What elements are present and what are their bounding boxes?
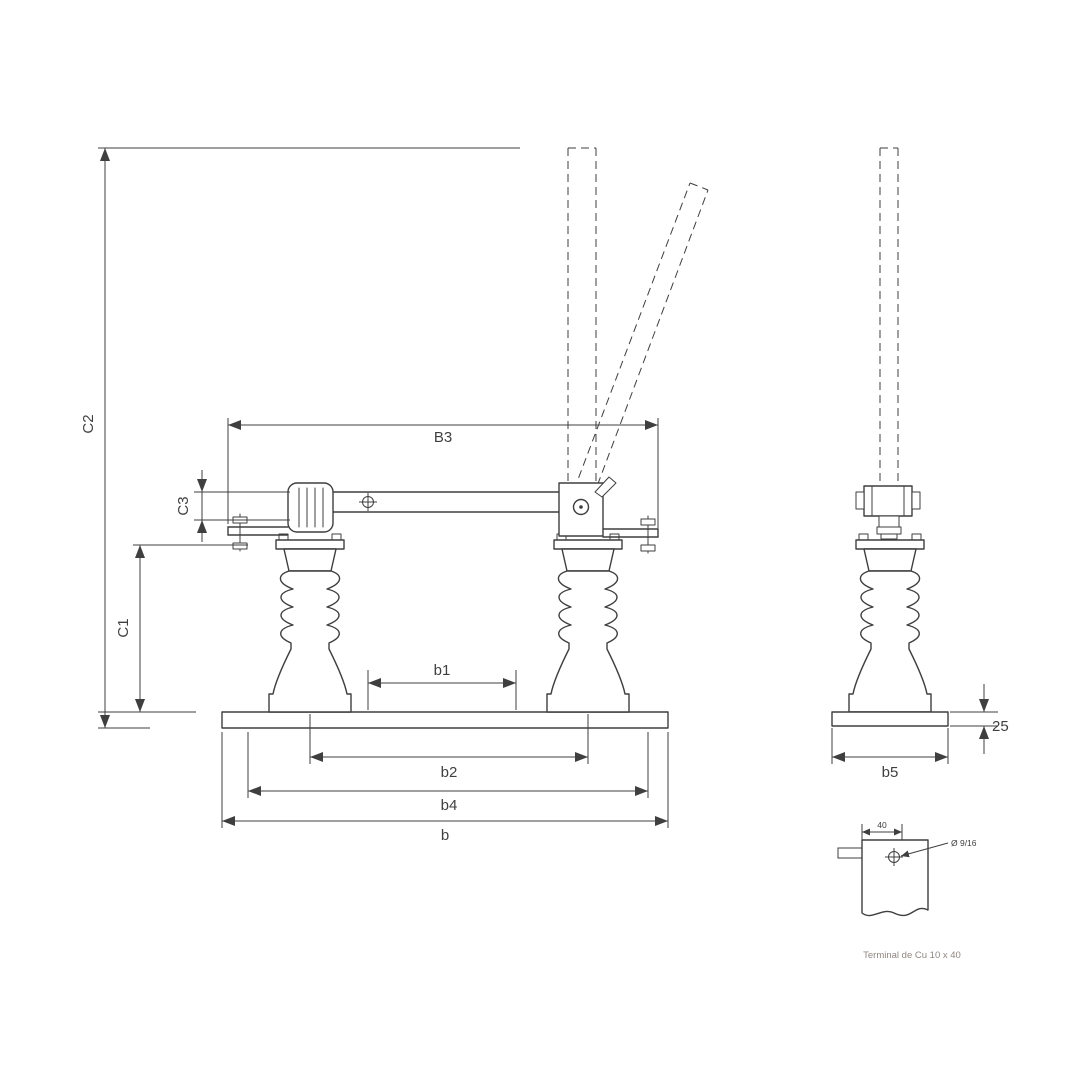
dim-label-plate-thickness: 25 (992, 718, 1009, 735)
dim-label-c3: C3 (175, 496, 192, 515)
dim-label-b5: b5 (882, 764, 899, 781)
washer (880, 533, 898, 540)
dim-label-c2: C2 (80, 414, 97, 433)
insulator-side (848, 533, 932, 713)
clevis-contact (855, 485, 921, 540)
blade-open-side-dashed (879, 147, 899, 486)
dimension-b5: b5 (831, 728, 949, 781)
jaw-contact (558, 476, 617, 537)
dim-label-b: b (441, 827, 449, 844)
terminal-detail: 40 Ø 9/16 Terminal de Cu 10 x 40 (837, 820, 977, 961)
dim-label-b1: b1 (434, 662, 451, 679)
dimension-C1: C1 (98, 544, 248, 713)
bolt-nut (640, 544, 656, 552)
insulator-left (268, 533, 352, 713)
dimension-hole-diameter: Ø 9/16 (900, 838, 977, 858)
dim-label-b3: B3 (434, 429, 452, 446)
side-view: b5 25 (831, 147, 1009, 781)
terminal-pad-right (602, 515, 659, 554)
dimension-C3: C3 (175, 470, 290, 542)
blade-open-vertical-dashed (567, 147, 597, 486)
dimension-b1: b1 (367, 662, 517, 710)
dim-label-b4: b4 (441, 797, 458, 814)
blade-bar (331, 491, 561, 513)
dimension-plate-thickness: 25 (950, 684, 1009, 754)
dim-label-c1: C1 (115, 618, 132, 637)
dimension-b: b (221, 732, 669, 844)
terminal-tab (837, 847, 863, 859)
dimension-C2: C2 (80, 147, 520, 729)
dimension-b4: b4 (247, 732, 649, 814)
terminal-plate (861, 839, 929, 917)
base-plate (221, 711, 669, 729)
dim-label-b2: b2 (441, 764, 458, 781)
dimension-b2: b2 (309, 714, 589, 781)
bolt-nut (232, 542, 248, 550)
insulator-right (546, 533, 630, 713)
terminal-caption: Terminal de Cu 10 x 40 (863, 950, 961, 961)
dimension-B3: B3 (227, 418, 659, 528)
dimension-terminal-width: 40 (861, 820, 903, 840)
contact-latch (594, 476, 617, 498)
bolt-nut (640, 518, 656, 526)
base-plate-side (831, 711, 949, 727)
hinge-contact (287, 482, 334, 533)
dim-label-terminal-width: 40 (877, 820, 887, 830)
terminal-hole (885, 848, 903, 866)
bolt-nut (876, 526, 902, 535)
dim-label-hole-diameter: Ø 9/16 (951, 838, 977, 848)
blade-open-angled-dashed (573, 182, 709, 498)
front-view: C2 C1 C3 B3 b1 (80, 147, 709, 844)
